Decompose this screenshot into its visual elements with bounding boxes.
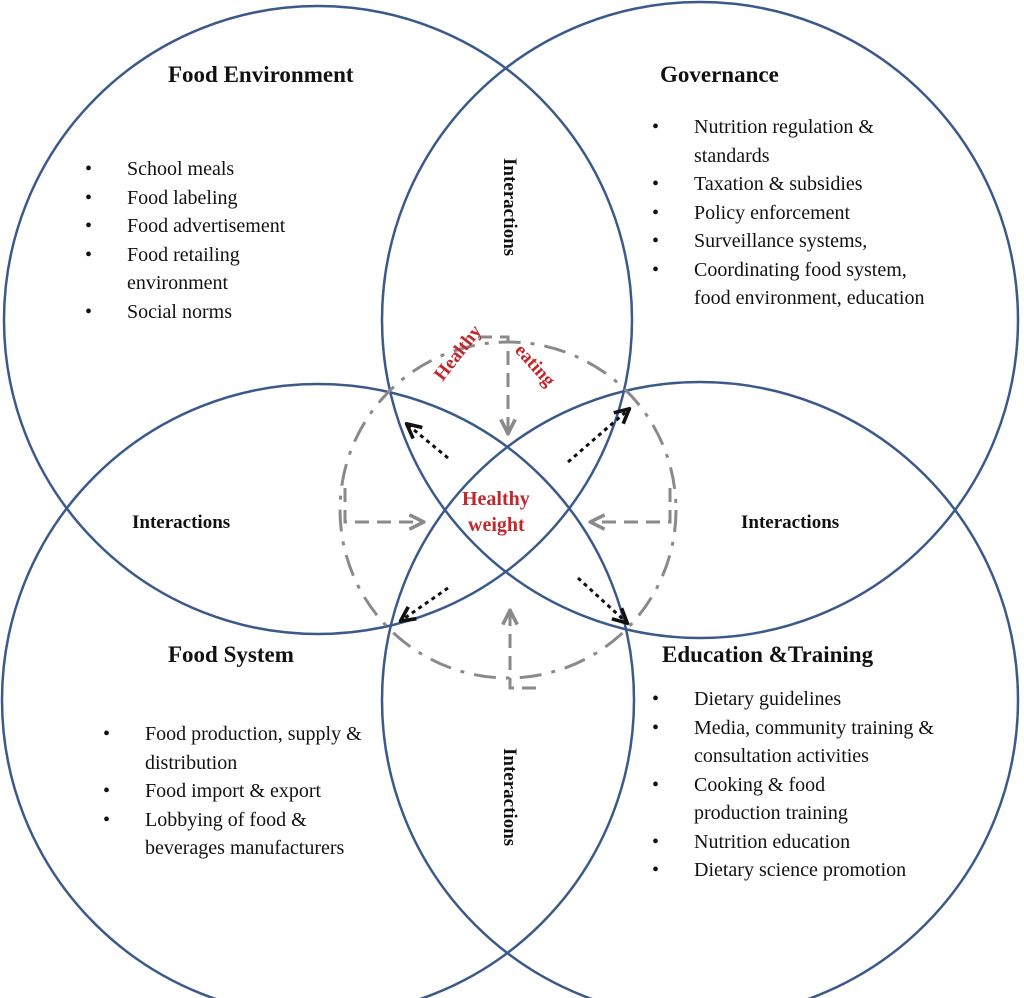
interactions-left-label: Interactions bbox=[132, 512, 231, 533]
list-item: Food production, supply & distribution bbox=[103, 720, 407, 777]
healthy-weight-line2: weight bbox=[468, 514, 525, 536]
list-item: Cooking & food production training bbox=[652, 771, 894, 828]
dotted-arrow-top-right bbox=[567, 410, 628, 464]
list-item: Food retailing environment bbox=[85, 241, 277, 298]
list-item: Lobbying of food & beverages manufacture… bbox=[103, 806, 390, 863]
arrow-bottom bbox=[510, 612, 536, 690]
circle-governance bbox=[380, 0, 1020, 640]
dotted-arrow-bottom-left bbox=[402, 586, 449, 620]
title-education-training: Education &Training bbox=[662, 642, 874, 667]
dotted-arrow-bottom-right bbox=[576, 576, 626, 622]
list-item: Coordinating food system, food environme… bbox=[652, 256, 939, 313]
circle-food-system bbox=[0, 382, 636, 998]
list-item: Food advertisement bbox=[85, 212, 335, 241]
title-food-system: Food System bbox=[168, 642, 294, 667]
list-item: Food labeling bbox=[85, 184, 335, 213]
list-item: Surveillance systems, bbox=[652, 227, 952, 256]
dotted-arrow-top-left bbox=[408, 425, 449, 460]
title-food-environment: Food Environment bbox=[168, 62, 354, 87]
list-item: Food import & export bbox=[103, 777, 403, 806]
governance-list: Nutrition regulation & standards Taxatio… bbox=[652, 113, 952, 313]
list-item: Dietary science promotion bbox=[652, 856, 962, 885]
list-item: Policy enforcement bbox=[652, 199, 952, 228]
list-item: Taxation & subsidies bbox=[652, 170, 952, 199]
circle-food-environment bbox=[2, 4, 634, 636]
interactions-top-label: Interactions bbox=[499, 158, 520, 257]
list-item: School meals bbox=[85, 155, 335, 184]
list-item: Media, community training & consultation… bbox=[652, 714, 962, 771]
list-item: Social norms bbox=[85, 298, 335, 327]
interactions-bottom-label: Interactions bbox=[499, 748, 520, 847]
list-item: Nutrition education bbox=[652, 828, 962, 857]
arrow-right bbox=[592, 488, 672, 522]
title-governance: Governance bbox=[660, 62, 779, 87]
education-training-list: Dietary guidelines Media, community trai… bbox=[652, 685, 962, 885]
food-system-list: Food production, supply & distribution F… bbox=[103, 720, 403, 863]
interactions-right-label: Interactions bbox=[741, 512, 840, 533]
arrow-left bbox=[343, 488, 422, 522]
list-item: Dietary guidelines bbox=[652, 685, 962, 714]
food-environment-list: School meals Food labeling Food advertis… bbox=[85, 155, 335, 326]
arrow-top bbox=[478, 335, 508, 432]
list-item: Nutrition regulation & standards bbox=[652, 113, 919, 170]
circle-education-training bbox=[380, 380, 1020, 998]
healthy-weight-line1: Healthy bbox=[462, 488, 530, 510]
